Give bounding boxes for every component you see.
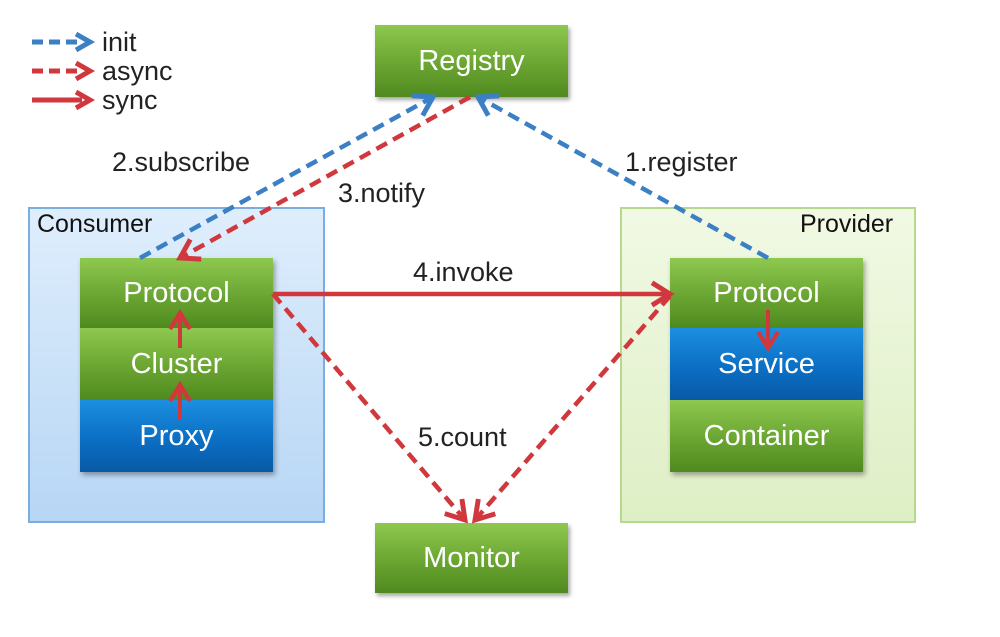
subscribe-label: 2.subscribe — [112, 147, 251, 177]
legend-label-init: init — [102, 26, 137, 57]
registry-label: Registry — [418, 44, 525, 77]
register-arrow — [473, 93, 770, 260]
registry-node: Registry — [375, 25, 568, 97]
monitor-label: Monitor — [423, 541, 520, 574]
provider-container-layer: Container — [670, 400, 863, 472]
notify-arrow — [175, 95, 472, 262]
invoke-label: 4.invoke — [413, 257, 514, 287]
legend-label-sync: sync — [102, 84, 158, 115]
count-arrow-consumer — [271, 292, 469, 524]
legend-label-async: async — [102, 55, 173, 86]
legend-item-async: async — [30, 55, 173, 86]
consumer-proxy-label: Proxy — [139, 419, 214, 452]
notify-label: 3.notify — [338, 178, 426, 208]
count-arrow-provider — [471, 294, 672, 524]
legend-item-sync: sync — [30, 84, 158, 115]
consumer-title: Consumer — [37, 210, 153, 238]
dashed-blue-arrow-icon — [32, 31, 96, 53]
provider-title: Provider — [800, 210, 894, 238]
count-label: 5.count — [418, 422, 507, 452]
solid-red-arrow-icon — [32, 89, 96, 111]
dashed-red-arrow-icon — [32, 60, 96, 82]
legend-item-init: init — [30, 26, 137, 57]
consumer-cluster-label: Cluster — [130, 347, 223, 380]
consumer-protocol-label: Protocol — [123, 276, 230, 309]
register-label: 1.register — [625, 147, 738, 177]
consumer-proxy-layer: Proxy — [80, 400, 273, 472]
provider-service-label: Service — [718, 347, 815, 380]
provider-protocol-label: Protocol — [713, 276, 820, 309]
provider-container-label: Container — [703, 419, 830, 452]
monitor-node: Monitor — [375, 523, 568, 593]
